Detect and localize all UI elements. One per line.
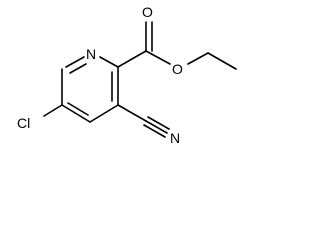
triple-bond-b [147,116,170,130]
carbonyl-oxygen-label: O [142,4,153,20]
chloro-substituent: Cl [17,104,63,131]
bond-c6-n1 [65,56,85,68]
bond-c4-c5 [61,104,91,123]
chlorine-label: Cl [17,115,30,131]
double-bond-c6-n1 [69,63,87,74]
bond-c2-carbonyl [117,50,147,68]
bond-c3-c4 [89,104,119,123]
ester-oxygen-label: O [172,61,183,77]
nitrile-nitrogen-label: N [170,130,180,146]
bond-carbonyl-ester-o [145,50,171,65]
bond-n1-c2 [99,56,119,68]
ring-nitrogen: N [86,46,96,62]
triple-bond-c [143,124,166,138]
double-bond-c4-c5 [67,102,89,116]
triple-bond-a [145,120,168,134]
nitrile-substituent: N [117,104,180,146]
ester-group: O O [117,4,237,77]
chemical-structure: Cl N N O O [17,4,237,146]
bond-ester-o-ch2 [187,52,209,65]
ring-nitrogen-label: N [86,46,96,62]
bond-ch2-ch3 [207,52,237,70]
pyridine-ring [61,56,119,123]
bond-c3-nitrile [117,104,147,122]
bond-c5-cl [43,104,63,117]
